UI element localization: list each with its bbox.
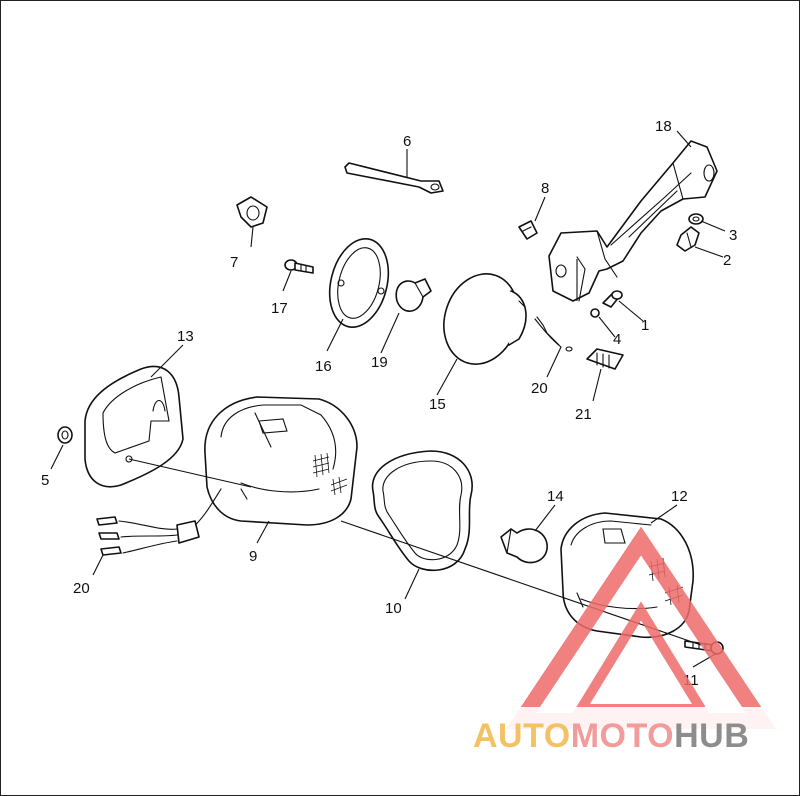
callout-7: 7 bbox=[230, 254, 238, 271]
part-2-bolt bbox=[676, 226, 700, 252]
callout-2: 2 bbox=[723, 252, 731, 269]
callout-14: 14 bbox=[547, 488, 564, 505]
part-14-bulb bbox=[500, 528, 548, 564]
part-16-trim-ring bbox=[328, 238, 390, 328]
callout-16: 16 bbox=[315, 358, 332, 375]
part-10-gasket bbox=[371, 450, 473, 572]
alignment-lines bbox=[128, 259, 702, 646]
part-8-clip bbox=[518, 220, 538, 240]
part-15-lamp bbox=[443, 273, 573, 365]
part-7-clip bbox=[236, 196, 268, 228]
watermark-logo: AUTOMOTOHUB bbox=[471, 526, 791, 755]
part-6-strap bbox=[344, 162, 444, 194]
callout-3: 3 bbox=[729, 227, 737, 244]
callout-1: 1 bbox=[641, 317, 649, 334]
callout-20-upper: 20 bbox=[531, 380, 548, 397]
part-21-connector bbox=[586, 348, 624, 370]
part-18-bracket bbox=[548, 140, 718, 302]
callout-12: 12 bbox=[671, 488, 688, 505]
callout-21: 21 bbox=[575, 406, 592, 423]
part-20-wire-harness bbox=[96, 516, 200, 556]
callout-4: 4 bbox=[613, 331, 621, 348]
callout-20-lower: 20 bbox=[73, 580, 90, 597]
part-19-bulb bbox=[395, 278, 432, 312]
callout-13: 13 bbox=[177, 328, 194, 345]
part-3-washer bbox=[688, 213, 704, 225]
watermark-word-auto: AUTOMOTOHUB bbox=[473, 717, 749, 755]
part-17-screw bbox=[284, 259, 314, 274]
callout-17: 17 bbox=[271, 300, 288, 317]
part-5-grommet bbox=[57, 426, 73, 444]
part-9-housing bbox=[190, 396, 358, 530]
part-1-screw bbox=[602, 290, 623, 308]
part-4-nut bbox=[590, 308, 600, 318]
callout-10: 10 bbox=[385, 600, 402, 617]
part-13-plate bbox=[84, 365, 184, 488]
leader-lines bbox=[50, 130, 726, 668]
callout-5: 5 bbox=[41, 472, 49, 489]
callout-18: 18 bbox=[655, 118, 672, 135]
callout-9: 9 bbox=[249, 548, 257, 565]
callout-15: 15 bbox=[429, 396, 446, 413]
callout-19: 19 bbox=[371, 354, 388, 371]
callout-8: 8 bbox=[541, 180, 549, 197]
callout-6: 6 bbox=[403, 133, 411, 150]
callout-labels: 6 8 18 3 2 1 4 7 17 16 19 15 20 21 13 5 … bbox=[41, 118, 737, 689]
